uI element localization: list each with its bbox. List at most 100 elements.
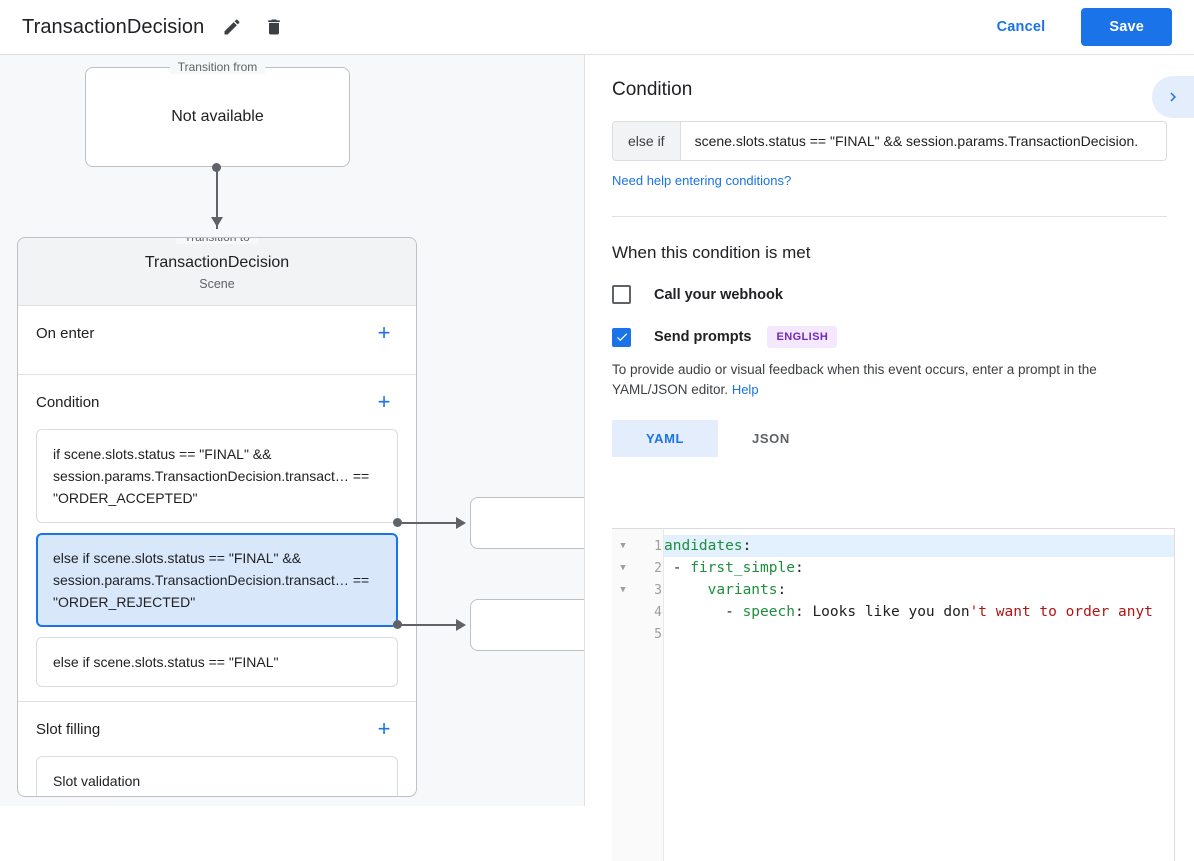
condition-field-row[interactable]: else if	[612, 121, 1167, 161]
connector-dot-rejected	[393, 620, 402, 629]
canvas-panel-divider	[584, 55, 585, 806]
code-token: Looks like you don	[812, 604, 970, 620]
condition-help-link[interactable]: Need help entering conditions?	[612, 173, 792, 188]
target-node-rejected[interactable]	[470, 599, 585, 651]
add-on-enter-button[interactable]: +	[370, 319, 398, 347]
condition-chip-rejected[interactable]: else if scene.slots.status == "FINAL" &&…	[36, 533, 398, 627]
call-webhook-label: Call your webhook	[654, 286, 783, 303]
send-prompts-checkbox[interactable]	[612, 327, 631, 347]
line-number: 3	[654, 582, 662, 598]
section-header: Condition +	[36, 375, 398, 429]
code-token: :	[777, 582, 787, 598]
fold-toggle-icon[interactable]: ▼	[620, 541, 626, 551]
section-header: Slot filling +	[36, 702, 398, 756]
editor-gutter: ▼ 1 ▼ 2 ▼ 3 4 5	[612, 529, 664, 861]
code-line[interactable]: variants:	[664, 579, 1175, 601]
yaml-editor[interactable]: ▼ 1 ▼ 2 ▼ 3 4 5 andidates: - first_simpl…	[612, 528, 1175, 861]
condition-input[interactable]	[680, 122, 1166, 160]
code-token	[664, 582, 708, 598]
code-token: 't want to order anyt	[969, 604, 1153, 620]
condition-chip-final[interactable]: else if scene.slots.status == "FINAL"	[36, 637, 398, 687]
code-token: :	[794, 604, 813, 620]
page-title: TransactionDecision	[22, 15, 205, 38]
section-condition: Condition + if scene.slots.status == "FI…	[18, 375, 416, 702]
panel-header: Condition	[612, 55, 1167, 101]
sidebar-item-label: On enter	[36, 324, 95, 342]
connector-arrow-down	[211, 217, 223, 227]
fold-toggle-icon[interactable]: ▼	[620, 585, 626, 595]
editor-right-border	[1174, 528, 1175, 861]
language-badge: ENGLISH	[767, 326, 838, 348]
target-node-accepted[interactable]	[470, 497, 585, 549]
gutter-row: ▼ 3	[612, 579, 663, 601]
add-slot-filling-button[interactable]: +	[370, 715, 398, 743]
code-line[interactable]	[664, 623, 1175, 645]
code-token: -	[664, 604, 743, 620]
condition-prefix-label: else if	[613, 122, 681, 160]
line-number: 5	[654, 626, 662, 642]
send-prompts-row[interactable]: Send prompts ENGLISH	[612, 326, 1167, 348]
call-webhook-checkbox[interactable]	[612, 285, 631, 304]
condition-chip-accepted[interactable]: if scene.slots.status == "FINAL" && sess…	[36, 429, 398, 523]
panel-divider	[612, 216, 1167, 217]
code-token: andidates	[664, 538, 743, 554]
connector-arrow-rejected	[456, 619, 466, 631]
section-header: On enter +	[36, 306, 398, 360]
fold-toggle-icon[interactable]: ▼	[620, 563, 626, 573]
chevron-right-icon	[1170, 92, 1176, 102]
code-token: -	[664, 560, 691, 576]
gutter-row: 4	[612, 601, 663, 623]
when-condition-met-title: When this condition is met	[612, 243, 811, 262]
top-bar: TransactionDecision Cancel Save	[0, 0, 1194, 55]
code-token: speech	[742, 604, 795, 620]
transition-to-legend: Transition to	[176, 238, 258, 244]
send-prompts-label: Send prompts	[654, 329, 752, 345]
tab-json[interactable]: JSON	[718, 420, 824, 457]
connector-arrow-accepted	[456, 517, 466, 529]
scene-title: TransactionDecision	[144, 254, 290, 271]
prompts-help-link[interactable]: Help	[731, 382, 759, 397]
body-area: Transition from Not available Transition…	[0, 55, 1194, 861]
sidebar-item-label: Condition	[36, 393, 100, 411]
delete-button[interactable]	[260, 13, 288, 41]
cancel-button[interactable]: Cancel	[983, 10, 1060, 44]
webhook-row[interactable]: Call your webhook	[612, 285, 1167, 304]
transition-to-node[interactable]: Transition to TransactionDecision Scene …	[17, 237, 417, 797]
connector-line-vertical	[216, 167, 218, 229]
collapse-panel-button[interactable]	[1152, 76, 1194, 118]
code-token: first_simple	[690, 560, 795, 576]
transition-from-legend: Transition from	[169, 60, 266, 74]
code-token: :	[742, 538, 752, 554]
code-token: variants	[707, 582, 778, 598]
edit-button[interactable]	[218, 13, 246, 41]
transition-from-node[interactable]: Transition from Not available	[85, 60, 350, 167]
line-number: 1	[654, 538, 662, 554]
code-line[interactable]: - speech: Looks like you don't want to o…	[664, 601, 1175, 623]
tab-yaml[interactable]: YAML	[612, 420, 719, 457]
save-button[interactable]: Save	[1081, 8, 1172, 46]
connector-line-accepted	[400, 522, 462, 524]
code-token: :	[794, 560, 804, 576]
editor-code-area[interactable]: andidates: - first_simple: variants: - s…	[664, 529, 1175, 861]
scene-subtitle: Scene	[199, 277, 235, 291]
line-number: 4	[654, 604, 662, 620]
slot-validation-chip[interactable]: Slot validation	[36, 756, 398, 796]
trash-icon	[268, 19, 281, 35]
pencil-icon	[224, 19, 240, 35]
section-on-enter: On enter +	[18, 306, 416, 375]
flow-canvas[interactable]: Transition from Not available Transition…	[0, 55, 585, 806]
gutter-row: ▼ 1	[612, 535, 663, 557]
connector-dot-accepted	[393, 518, 402, 527]
top-bar-actions: Cancel Save	[983, 8, 1194, 46]
add-condition-button[interactable]: +	[370, 388, 398, 416]
condition-help-line: Need help entering conditions?	[612, 172, 1167, 190]
check-icon	[616, 333, 627, 342]
connector-line-rejected	[400, 624, 462, 626]
scene-header: TransactionDecision Scene	[18, 238, 416, 306]
gutter-row: ▼ 2	[612, 557, 663, 579]
prompts-description: To provide audio or visual feedback when…	[612, 360, 1167, 400]
panel-title: Condition	[612, 79, 693, 100]
code-line[interactable]: andidates:	[664, 535, 1175, 557]
code-line[interactable]: - first_simple:	[664, 557, 1175, 579]
gutter-row: 5	[612, 623, 663, 645]
